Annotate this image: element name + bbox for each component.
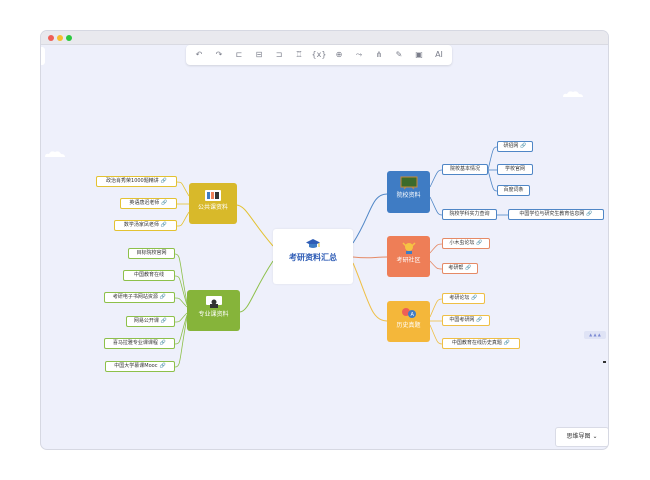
list-item[interactable]: 喜马拉雅专业课课程🔗 — [104, 338, 175, 349]
link-icon[interactable]: 🔗 — [471, 295, 478, 301]
list-item[interactable]: 中国教育在线历史真题🔗 — [442, 338, 520, 349]
link-icon[interactable]: 🔗 — [476, 240, 483, 246]
list-item[interactable]: 英语唐迟老师🔗 — [120, 198, 177, 209]
link-icon[interactable]: 🔗 — [465, 265, 472, 271]
branch-school[interactable]: 院校资料 — [387, 171, 430, 213]
branch-major-course[interactable]: 专业课资料 — [187, 290, 240, 331]
minimap-handle[interactable]: ▲ ▲ ▲ — [584, 331, 606, 339]
list-item[interactable]: 中国教育在线 — [123, 270, 175, 281]
branch-public-course[interactable]: 公共课资料 — [189, 183, 237, 224]
list-item[interactable]: 院校基本情况 — [442, 164, 488, 175]
summary-icon[interactable]: ⋔ — [375, 50, 383, 59]
redo-icon[interactable]: ↷ — [215, 50, 223, 59]
central-topic-label: 考研资料汇总 — [289, 253, 337, 262]
link-icon[interactable]: 🔗 — [159, 363, 166, 369]
list-item[interactable]: 考研帮🔗 — [442, 263, 478, 274]
child-topic-icon[interactable]: ⊏ — [235, 50, 243, 59]
branch-label: 考研社区 — [396, 257, 421, 264]
view-mode-dropdown[interactable]: 思维导图 ⌄ — [555, 427, 608, 447]
sibling-topic-icon[interactable]: ⊟ — [255, 50, 263, 59]
list-item[interactable]: 小木虫论坛🔗 — [442, 238, 490, 249]
branch-label: 公共课资料 — [197, 204, 228, 211]
sidebar-toggle[interactable] — [41, 47, 45, 65]
view-mode-label: 思维导图 — [566, 433, 591, 440]
branch-label: 专业课资料 — [198, 311, 229, 318]
close-window-button[interactable] — [48, 35, 54, 41]
link-icon[interactable]: 🔗 — [160, 178, 167, 184]
subtopic-icon[interactable]: ⊐ — [275, 50, 283, 59]
list-item[interactable]: 中国学位与研究生教育信息网🔗 — [508, 209, 604, 220]
marker-icon[interactable]: ✎ — [395, 50, 403, 59]
format-painter-icon[interactable]: ♖ — [295, 50, 303, 59]
link-icon[interactable]: 🔗 — [159, 294, 167, 300]
branch-label: 历史真题 — [396, 322, 421, 329]
formula-icon[interactable]: {x} — [311, 50, 327, 59]
list-item[interactable]: 数学汤家凤老师🔗 — [114, 220, 177, 231]
list-item[interactable]: 目标院校官网 — [128, 248, 175, 259]
app-window: ↶ ↷ ⊏ ⊟ ⊐ ♖ {x} ⊕ ⤳ ⋔ ✎ ▣ AI — [41, 31, 608, 449]
toolbar: ↶ ↷ ⊏ ⊟ ⊐ ♖ {x} ⊕ ⤳ ⋔ ✎ ▣ AI — [186, 45, 452, 65]
list-item[interactable]: 考研论坛🔗 — [442, 293, 485, 304]
svg-text:A: A — [410, 312, 414, 318]
list-item[interactable]: 院校学科实力查询 — [442, 209, 497, 220]
link-icon[interactable]: 🔗 — [160, 318, 168, 324]
add-icon[interactable]: ⊕ — [335, 50, 343, 59]
link-icon[interactable]: 🔗 — [161, 200, 168, 206]
undo-icon[interactable]: ↶ — [195, 50, 203, 59]
graduation-cap-icon — [306, 239, 320, 248]
list-item[interactable]: 网易公开课🔗 — [126, 316, 175, 327]
list-item[interactable]: 中国大学慕课Mooc🔗 — [105, 361, 175, 372]
link-icon[interactable]: 🔗 — [586, 211, 593, 217]
mindmap-connectors — [174, 146, 508, 368]
link-icon[interactable]: 🔗 — [160, 222, 168, 228]
cloud-decoration — [563, 91, 583, 97]
titlebar — [41, 31, 608, 45]
list-item[interactable]: 政治肖秀荣1000题精讲🔗 — [96, 176, 177, 187]
list-item[interactable]: 中国考研网🔗 — [442, 315, 490, 326]
frame-icon[interactable]: ▣ — [415, 50, 423, 59]
scrollbar[interactable] — [603, 361, 606, 363]
exam-icon: A — [401, 308, 416, 318]
list-item[interactable]: 学校官网 — [497, 164, 533, 175]
central-topic[interactable]: 考研资料汇总 — [273, 229, 353, 284]
link-icon[interactable]: 🔗 — [159, 340, 167, 346]
branch-community[interactable]: 考研社区 — [387, 236, 430, 277]
branch-label: 院校资料 — [396, 192, 421, 199]
list-item[interactable]: 百度词条 — [497, 185, 530, 196]
teacher-icon — [205, 296, 222, 308]
list-item[interactable]: 研招网🔗 — [497, 141, 533, 152]
books-icon — [205, 190, 221, 201]
link-icon[interactable]: 🔗 — [503, 340, 511, 346]
relation-icon[interactable]: ⤳ — [355, 50, 363, 59]
link-icon[interactable]: 🔗 — [520, 143, 527, 149]
blackboard-icon — [400, 176, 417, 190]
zoom-window-button[interactable] — [66, 35, 72, 41]
chevron-down-icon: ⌄ — [592, 433, 598, 440]
link-icon[interactable]: 🔗 — [476, 317, 483, 323]
branch-history[interactable]: A 历史真题 — [387, 301, 430, 342]
ai-icon[interactable]: AI — [435, 50, 443, 59]
cloud-decoration — [45, 151, 65, 157]
list-item[interactable]: 考研电子书网站资源🔗 — [104, 292, 175, 303]
minimize-window-button[interactable] — [57, 35, 63, 41]
cheer-icon — [401, 242, 416, 254]
